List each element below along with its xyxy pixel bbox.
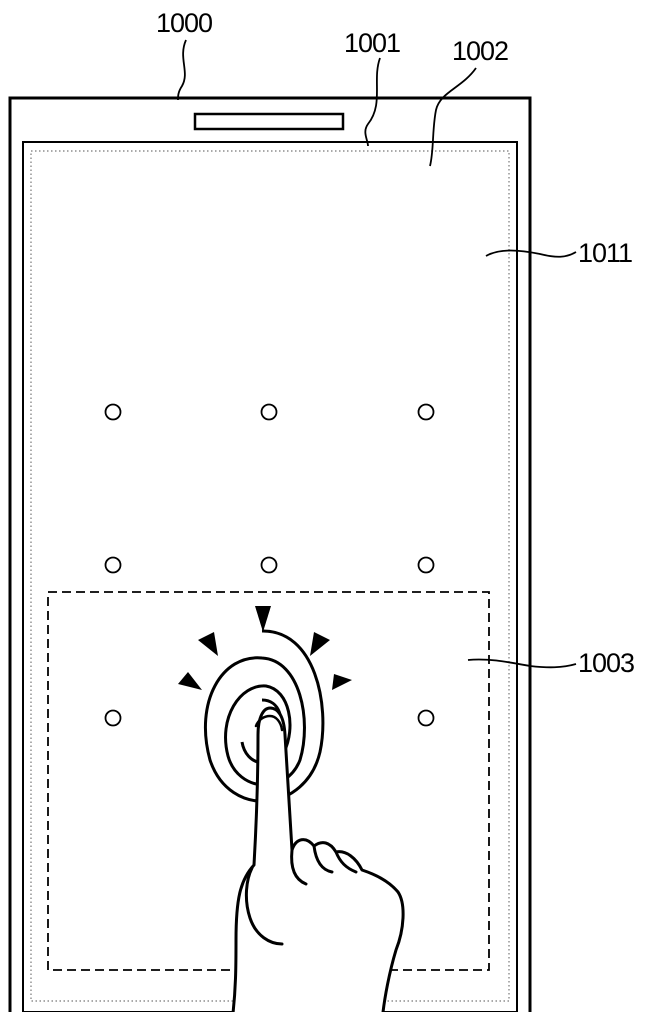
leader-line-1003 [467, 658, 577, 669]
pattern-dot[interactable] [260, 556, 278, 574]
arrow-icon [310, 632, 330, 656]
pattern-dot[interactable] [417, 709, 435, 727]
arrow-icon [198, 632, 218, 656]
pattern-dot[interactable] [104, 556, 122, 574]
pressure-arrow-icons [178, 606, 352, 690]
leader-line-1001 [364, 57, 381, 147]
pointing-hand-icon [231, 706, 405, 1012]
leader-line-1002 [429, 67, 477, 167]
label-1000: 1000 [156, 8, 212, 38]
display-panel [22, 141, 518, 1012]
leader-line-1000 [177, 39, 187, 101]
leader-lines [177, 39, 577, 669]
label-1002: 1002 [452, 36, 508, 66]
arrow-icon [178, 672, 202, 690]
leader-line-1011 [485, 249, 577, 258]
pattern-lock-grid [104, 403, 435, 727]
pattern-dot[interactable] [104, 403, 122, 421]
pattern-dot[interactable] [104, 709, 122, 727]
arrow-icon [255, 606, 271, 632]
label-1001: 1001 [344, 28, 400, 58]
pattern-dot[interactable] [417, 403, 435, 421]
label-1011: 1011 [578, 238, 632, 268]
speaker-slot [193, 112, 345, 131]
device-housing [8, 96, 532, 1012]
arrow-icon [332, 674, 352, 690]
label-1003: 1003 [578, 648, 634, 678]
pattern-dot[interactable] [417, 556, 435, 574]
pattern-dot[interactable] [260, 403, 278, 421]
